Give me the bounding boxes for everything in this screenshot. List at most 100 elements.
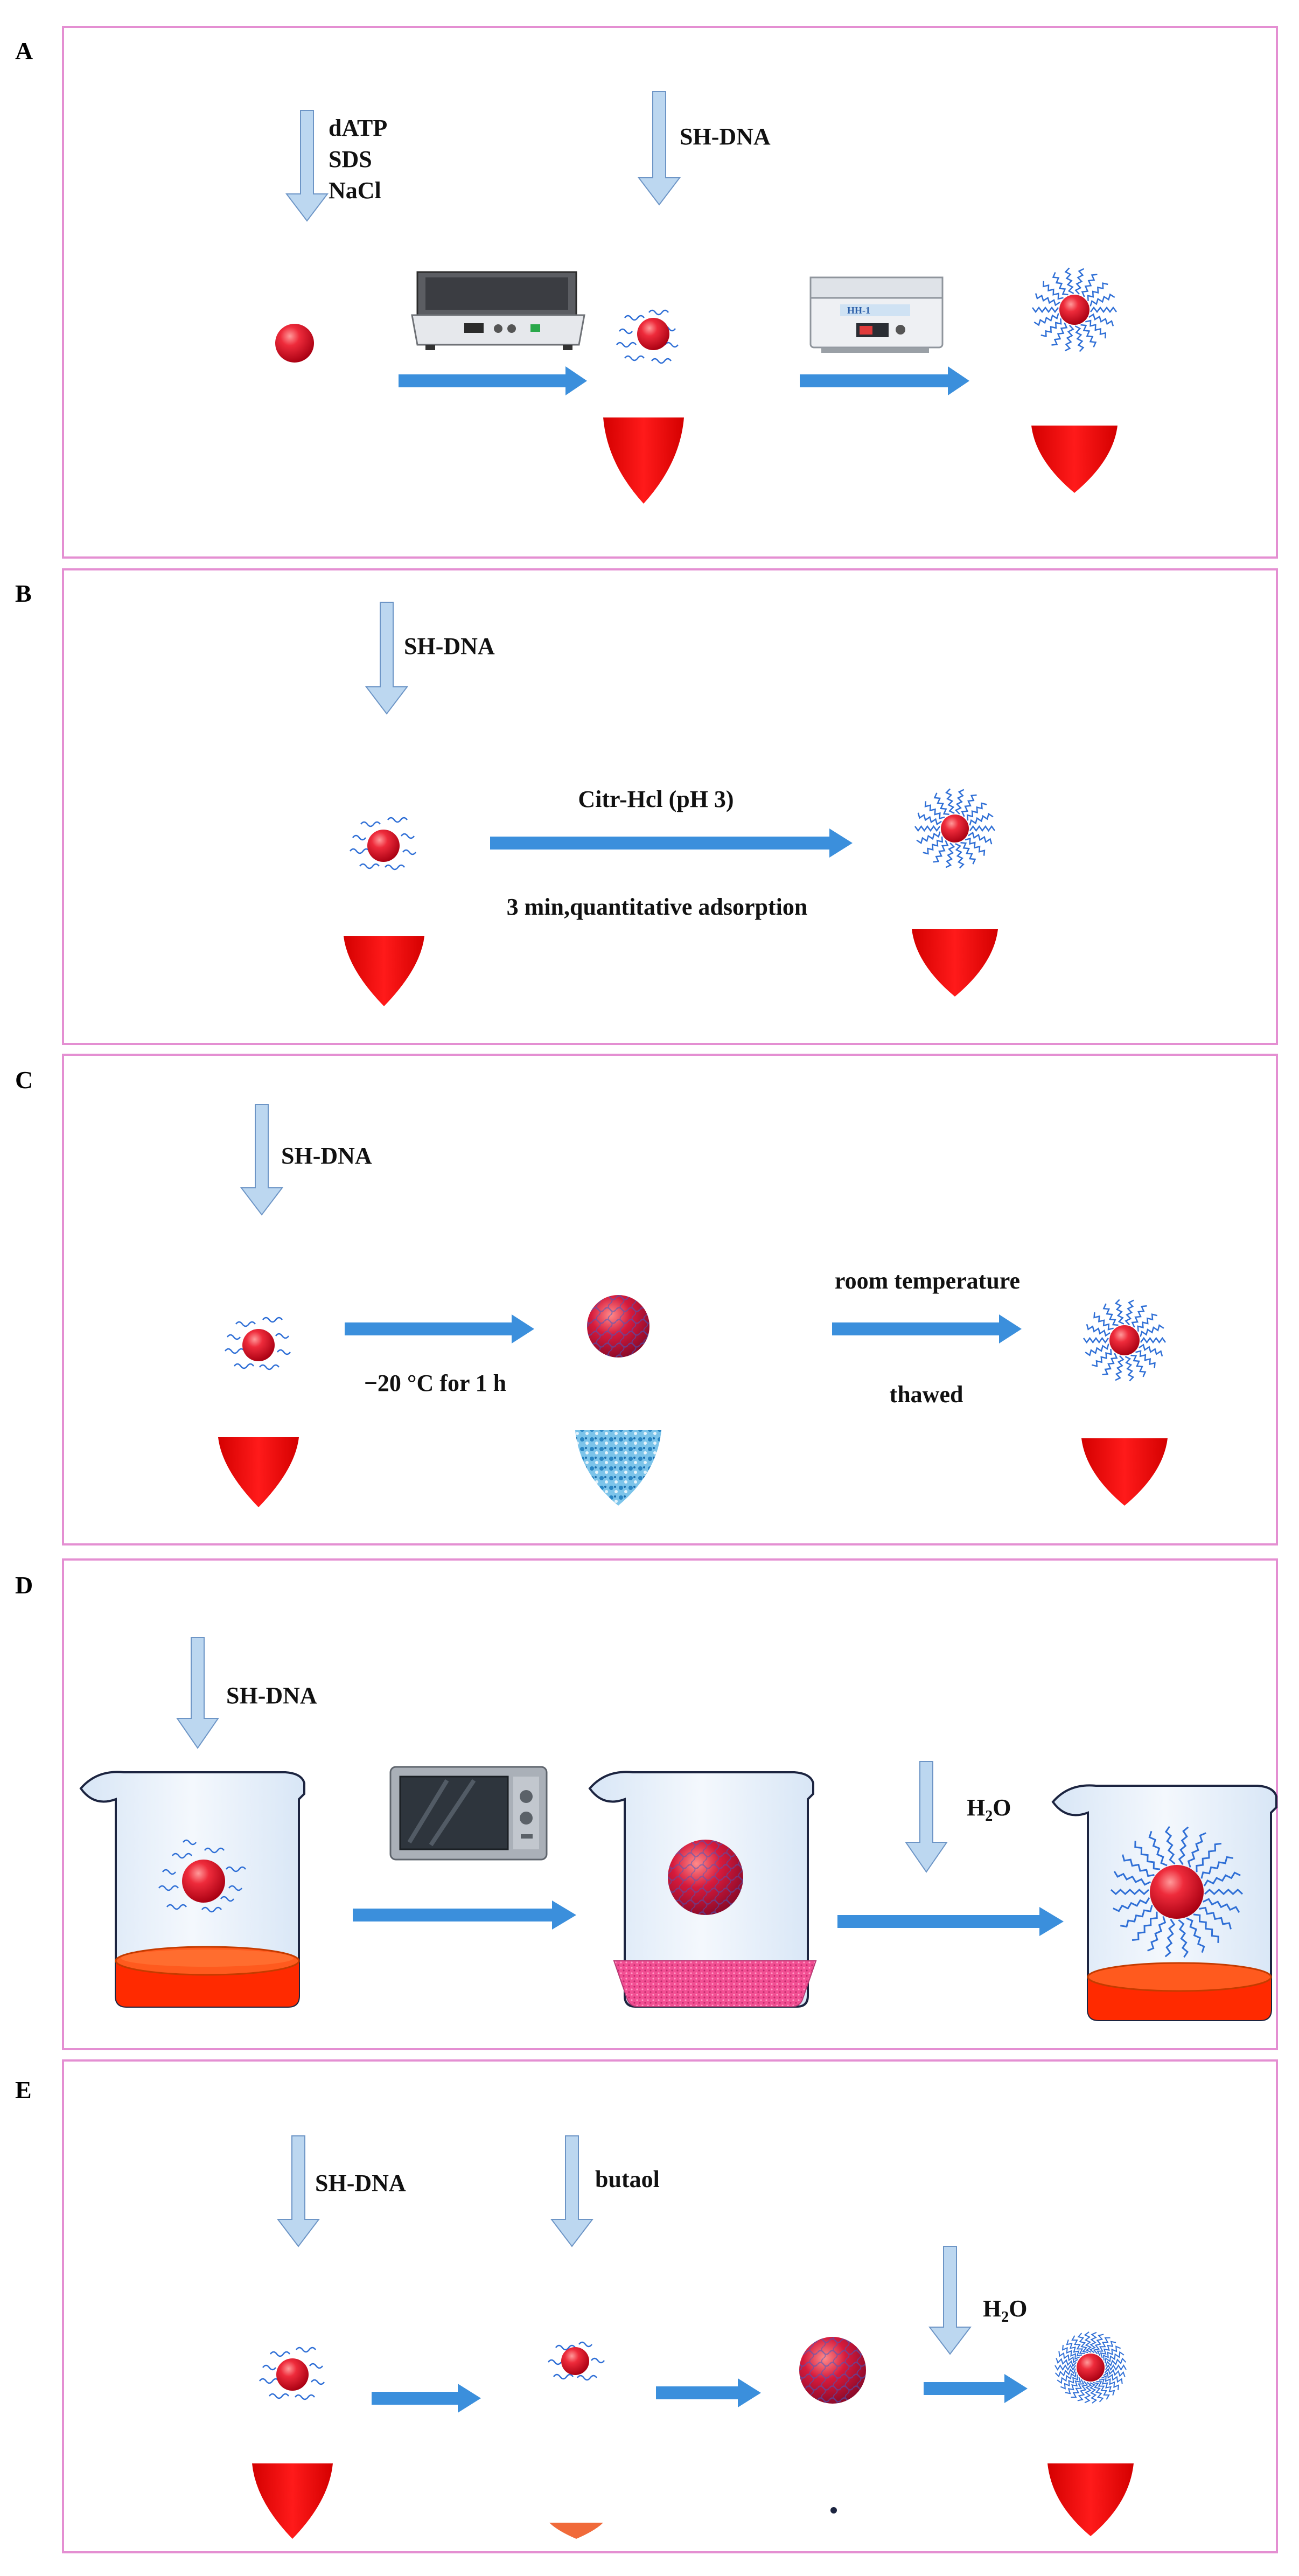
dna-strand	[1084, 2331, 1092, 2353]
dna-strand	[1085, 1343, 1109, 1356]
shdna-label-e: SH-DNA	[315, 2170, 406, 2196]
dna-strand	[1032, 306, 1059, 314]
dna-strand	[1071, 2379, 1085, 2398]
shdna-label-b: SH-DNA	[404, 633, 495, 659]
down-arrow-a1	[285, 110, 329, 222]
dna-strand	[1064, 267, 1074, 294]
dna-strand	[1105, 2357, 1127, 2367]
dna-strand	[1093, 2334, 1104, 2355]
tube-b1	[344, 752, 424, 1006]
dna-strand	[1080, 324, 1097, 348]
dna-strand	[960, 841, 976, 865]
dna-strand	[1088, 313, 1114, 326]
dna-strand	[916, 831, 941, 845]
reagents-label-a: dATP SDS NaCl	[329, 115, 392, 204]
dna-strand	[1135, 1350, 1156, 1369]
shdna-label-a: SH-DNA	[680, 123, 771, 150]
dna-strand	[1058, 2351, 1078, 2364]
shdna-label-c: SH-DNA	[281, 1143, 372, 1169]
dna-strand	[1087, 282, 1108, 301]
dna-brush-b2	[914, 788, 996, 869]
arrow-d1	[353, 1900, 576, 1930]
dna-strand	[933, 840, 949, 863]
particle-d1	[182, 1860, 225, 1903]
pellet-dot-e3	[830, 2507, 837, 2514]
dna-strand	[1082, 1336, 1109, 1344]
dna-strand	[1064, 324, 1074, 352]
particle-e1	[276, 2358, 309, 2391]
dna-strand	[914, 825, 941, 832]
particle-c2-dna	[587, 1295, 650, 1357]
dna-strand	[1164, 1919, 1176, 1958]
dna-strand	[1033, 313, 1059, 326]
dna-strand	[965, 837, 986, 856]
panel-letter-d: D	[15, 1571, 33, 1599]
dna-strand	[1132, 1911, 1158, 1941]
particle-a3	[1059, 295, 1090, 325]
arrow-a2	[800, 366, 969, 395]
dna-strand	[1056, 2358, 1077, 2368]
dna-strand	[969, 825, 996, 832]
dna-cloud-e2	[548, 2341, 605, 2381]
dna-strand	[923, 836, 944, 855]
dna-strand	[1065, 2377, 1081, 2394]
dna-strand	[1093, 2382, 1104, 2403]
dna-strand	[1093, 1312, 1114, 1331]
particle-b2	[941, 814, 969, 843]
down-arrow-e1	[276, 2135, 320, 2247]
dna-strand	[1103, 2371, 1123, 2384]
dna-strand	[1105, 2351, 1125, 2364]
arrow-b1	[490, 829, 853, 858]
dna-strand	[1140, 1336, 1167, 1344]
dna-strand	[1040, 318, 1062, 337]
arrow-a1	[399, 366, 587, 395]
dna-strand	[1081, 274, 1098, 297]
dna-strand	[1090, 306, 1117, 314]
particle-e3-dna	[799, 2337, 866, 2404]
dna-strand	[1130, 1354, 1147, 1377]
dna-strand	[1200, 1856, 1234, 1879]
dna-strand	[1066, 2339, 1082, 2357]
dna-strand	[1193, 1913, 1219, 1943]
dna-strand	[1089, 2331, 1097, 2354]
water-label-d: H2O	[967, 1794, 1011, 1825]
dna-strand	[924, 801, 945, 820]
down-arrow-a2	[637, 91, 681, 206]
dna-strand	[1051, 322, 1068, 346]
dna-strand	[1196, 1842, 1222, 1872]
down-arrow-e3	[928, 2246, 972, 2355]
dna-strand	[1042, 281, 1064, 300]
dna-strand	[1187, 1832, 1206, 1868]
dna-strand	[1054, 2364, 1076, 2371]
dna-strand	[1074, 268, 1085, 295]
dna-strand	[1204, 1888, 1244, 1896]
arrow-e3	[924, 2374, 1028, 2403]
dna-strand	[945, 843, 955, 868]
dna-strand	[1120, 1905, 1153, 1928]
particle-a2	[637, 318, 669, 350]
dna-strand	[1139, 1343, 1163, 1357]
tube-c3	[1081, 1251, 1168, 1506]
dna-strand	[1097, 2337, 1111, 2356]
panel-frame-c	[62, 1054, 1278, 1545]
dna-strand	[1077, 2333, 1088, 2354]
down-arrow-c1	[240, 1104, 284, 1216]
arrow-e1	[372, 2384, 481, 2413]
tube-a2	[603, 249, 684, 504]
dna-strand	[1125, 1356, 1135, 1382]
panel-letter-c: C	[15, 1066, 33, 1094]
dna-strand	[1203, 1871, 1241, 1886]
dna-brush-e4	[1054, 2331, 1127, 2404]
dna-cloud-d1	[158, 1839, 246, 1913]
tube-c2	[575, 1251, 661, 1506]
dna-strand	[1052, 271, 1068, 296]
dna-strand	[968, 831, 993, 845]
arrow-e2	[656, 2378, 761, 2407]
dna-strand	[1147, 1916, 1167, 1952]
dna-strand	[1099, 2378, 1115, 2396]
dna-strand	[954, 789, 965, 814]
dna-strand	[1164, 1826, 1176, 1865]
dna-strand	[1105, 2364, 1127, 2371]
dna-strand	[1061, 2344, 1080, 2360]
